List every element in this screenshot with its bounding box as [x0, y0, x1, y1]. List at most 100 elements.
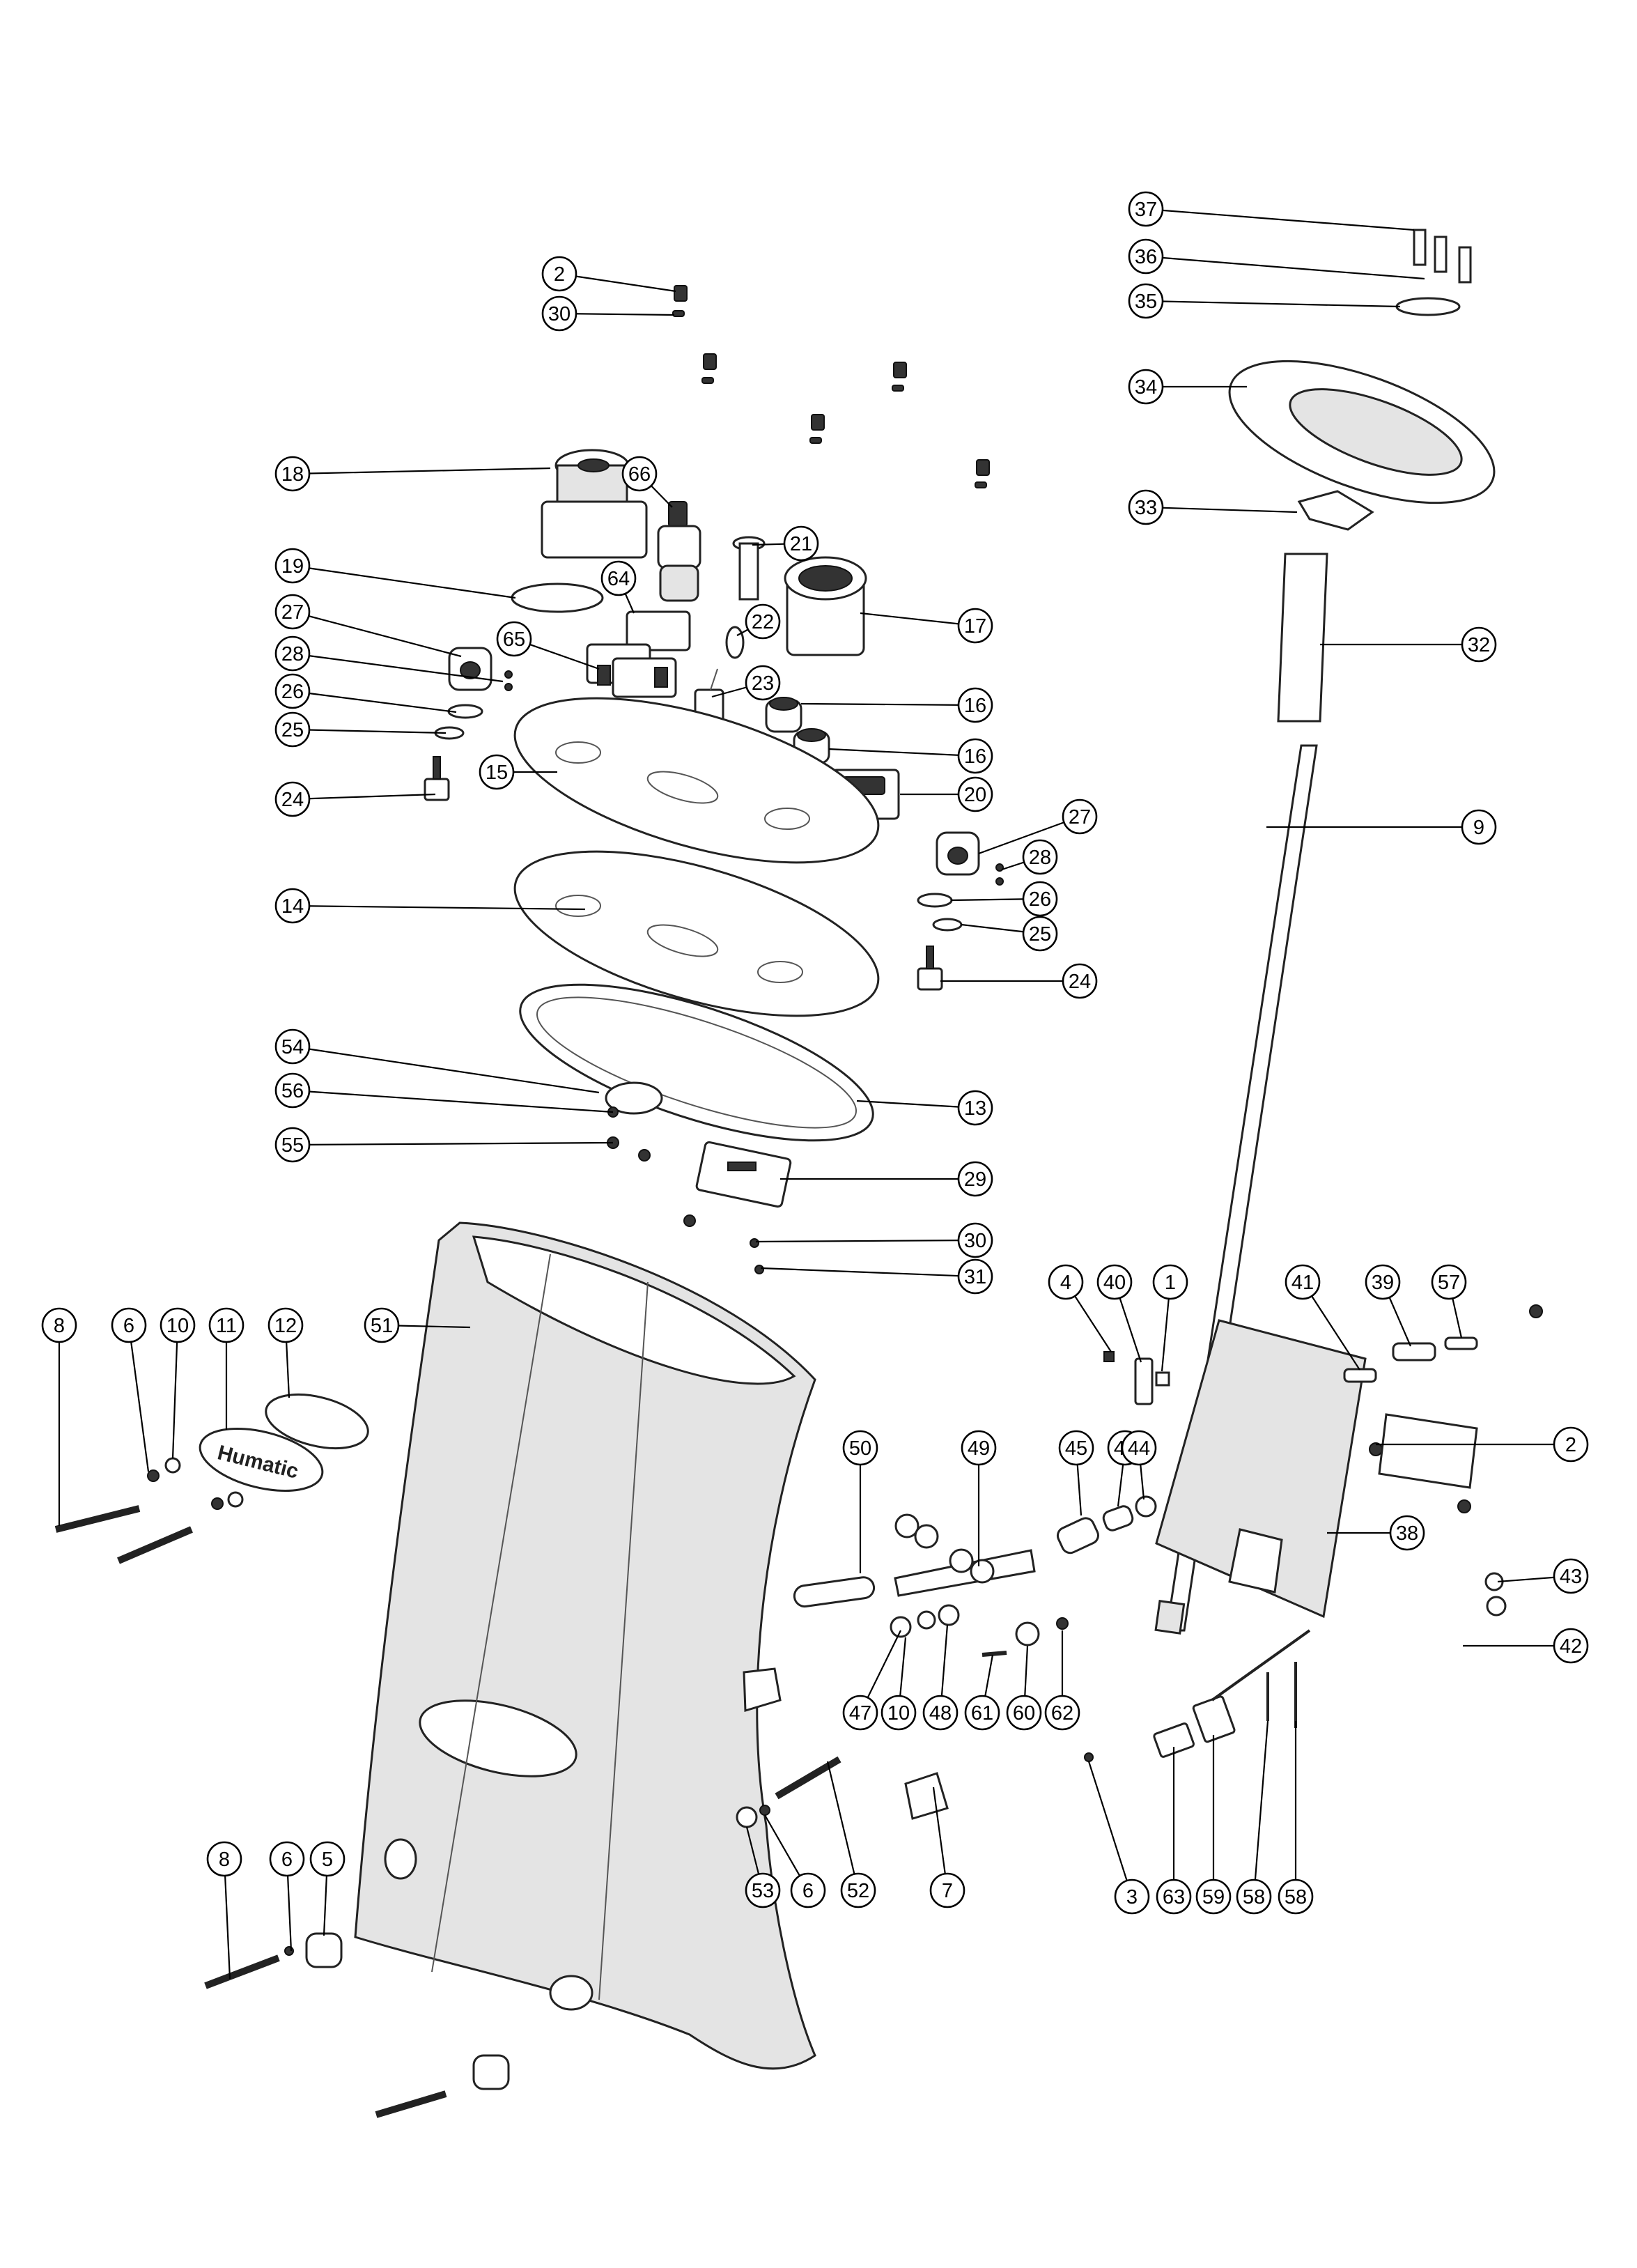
callout-circle	[957, 687, 993, 723]
callout-circle	[745, 665, 781, 701]
callout-circle	[745, 1872, 781, 1908]
callout-circle	[160, 1307, 196, 1343]
callout-number: 6	[802, 1880, 814, 1902]
callout-number: 9	[1473, 817, 1484, 839]
callout-number: 52	[847, 1880, 869, 1902]
callout-59: 59	[1195, 1879, 1232, 1915]
callout-circle	[269, 1841, 305, 1877]
callout-number: 28	[281, 643, 304, 665]
callout-number: 28	[1029, 847, 1051, 869]
callout-circle	[274, 888, 311, 924]
callout-26: 26	[1022, 881, 1058, 917]
callout-circle	[1461, 626, 1497, 663]
callout-20: 20	[957, 776, 993, 812]
callout-circle	[274, 594, 311, 630]
callout-number: 63	[1163, 1886, 1185, 1908]
callout-number: 12	[274, 1315, 297, 1337]
callout-44: 44	[1121, 1430, 1157, 1466]
callout-25: 25	[274, 711, 311, 748]
callout-number: 30	[548, 303, 571, 325]
callout-number: 6	[281, 1849, 293, 1871]
callout-circle	[541, 256, 577, 292]
callout-circle	[274, 1127, 311, 1163]
callout-circle	[957, 1161, 993, 1197]
callout-number: 26	[1029, 888, 1051, 911]
callout-number: 17	[964, 615, 986, 638]
callout-circle	[41, 1307, 77, 1343]
callout-number: 10	[166, 1315, 189, 1337]
callout-3: 3	[1114, 1879, 1150, 1915]
callout-number: 29	[964, 1168, 986, 1191]
callout-circle	[1156, 1879, 1192, 1915]
leader-line-36	[1145, 255, 1425, 280]
callout-circle	[783, 525, 819, 562]
callout-number: 60	[1013, 1702, 1035, 1725]
callout-number: 16	[964, 746, 986, 768]
callout-circle	[1128, 283, 1164, 319]
callout-number: 58	[1243, 1886, 1265, 1908]
throttle-linkage	[793, 1495, 1157, 1657]
callout-48: 48	[922, 1695, 959, 1731]
callout-circle	[1285, 1264, 1321, 1300]
callout-number: 40	[1103, 1272, 1126, 1294]
leader-line-6	[127, 1325, 150, 1472]
callout-61: 61	[964, 1695, 1000, 1731]
callout-circle	[1365, 1264, 1401, 1300]
callout-33: 33	[1128, 489, 1164, 525]
callout-number: 62	[1051, 1702, 1073, 1725]
callout-22: 22	[745, 603, 781, 640]
leader-line-54	[292, 1045, 600, 1094]
column-cover	[1378, 1413, 1507, 1617]
callout-58: 58	[1236, 1879, 1272, 1915]
callout-number: 32	[1468, 634, 1490, 656]
callout-circle	[1553, 1628, 1589, 1664]
callout-circle	[957, 1090, 993, 1126]
callout-27: 27	[274, 594, 311, 630]
callout-52: 52	[840, 1872, 876, 1908]
callout-circle	[274, 781, 311, 817]
callout-number: 24	[1069, 971, 1091, 993]
callout-30: 30	[957, 1222, 993, 1258]
callout-2: 2	[1553, 1426, 1589, 1463]
callout-circle	[1096, 1264, 1133, 1300]
callout-circle	[1121, 1430, 1157, 1466]
callout-5: 5	[309, 1841, 346, 1877]
parts-drawing: Humatic	[54, 229, 1543, 2118]
callout-number: 22	[752, 611, 774, 633]
callout-27: 27	[1062, 799, 1098, 835]
callout-4: 4	[1048, 1264, 1084, 1300]
callout-circle	[957, 608, 993, 644]
callout-circle	[1022, 839, 1058, 875]
callout-circle	[1278, 1879, 1314, 1915]
leader-line-58	[1252, 1720, 1269, 1897]
leader-line-27	[292, 610, 462, 658]
foot-hardware	[736, 1667, 949, 1828]
leader-line-31	[760, 1267, 976, 1278]
callout-number: 25	[281, 719, 304, 741]
callout-circle	[1006, 1695, 1042, 1731]
console-housing	[354, 1221, 816, 2070]
logo-plate: Humatic	[199, 1427, 324, 1492]
callout-50: 50	[842, 1430, 878, 1466]
callout-number: 49	[968, 1437, 990, 1460]
callout-30: 30	[541, 295, 577, 332]
callout-14: 14	[274, 888, 311, 924]
callout-number: 8	[54, 1315, 65, 1337]
callout-number: 16	[964, 695, 986, 717]
leader-line-2	[559, 272, 676, 293]
callout-45: 45	[1058, 1430, 1094, 1466]
callout-number: 7	[942, 1880, 953, 1902]
leader-line-52	[826, 1761, 860, 1891]
callout-circle	[267, 1307, 304, 1343]
callout-number: 64	[607, 568, 630, 590]
callout-16: 16	[957, 687, 993, 723]
callout-circle	[274, 456, 311, 492]
callout-number: 6	[123, 1315, 134, 1337]
callout-circle	[957, 738, 993, 774]
callout-28: 28	[1022, 839, 1058, 875]
callout-circle	[1461, 809, 1497, 845]
callout-number: 20	[964, 784, 986, 806]
callout-circle	[790, 1872, 826, 1908]
